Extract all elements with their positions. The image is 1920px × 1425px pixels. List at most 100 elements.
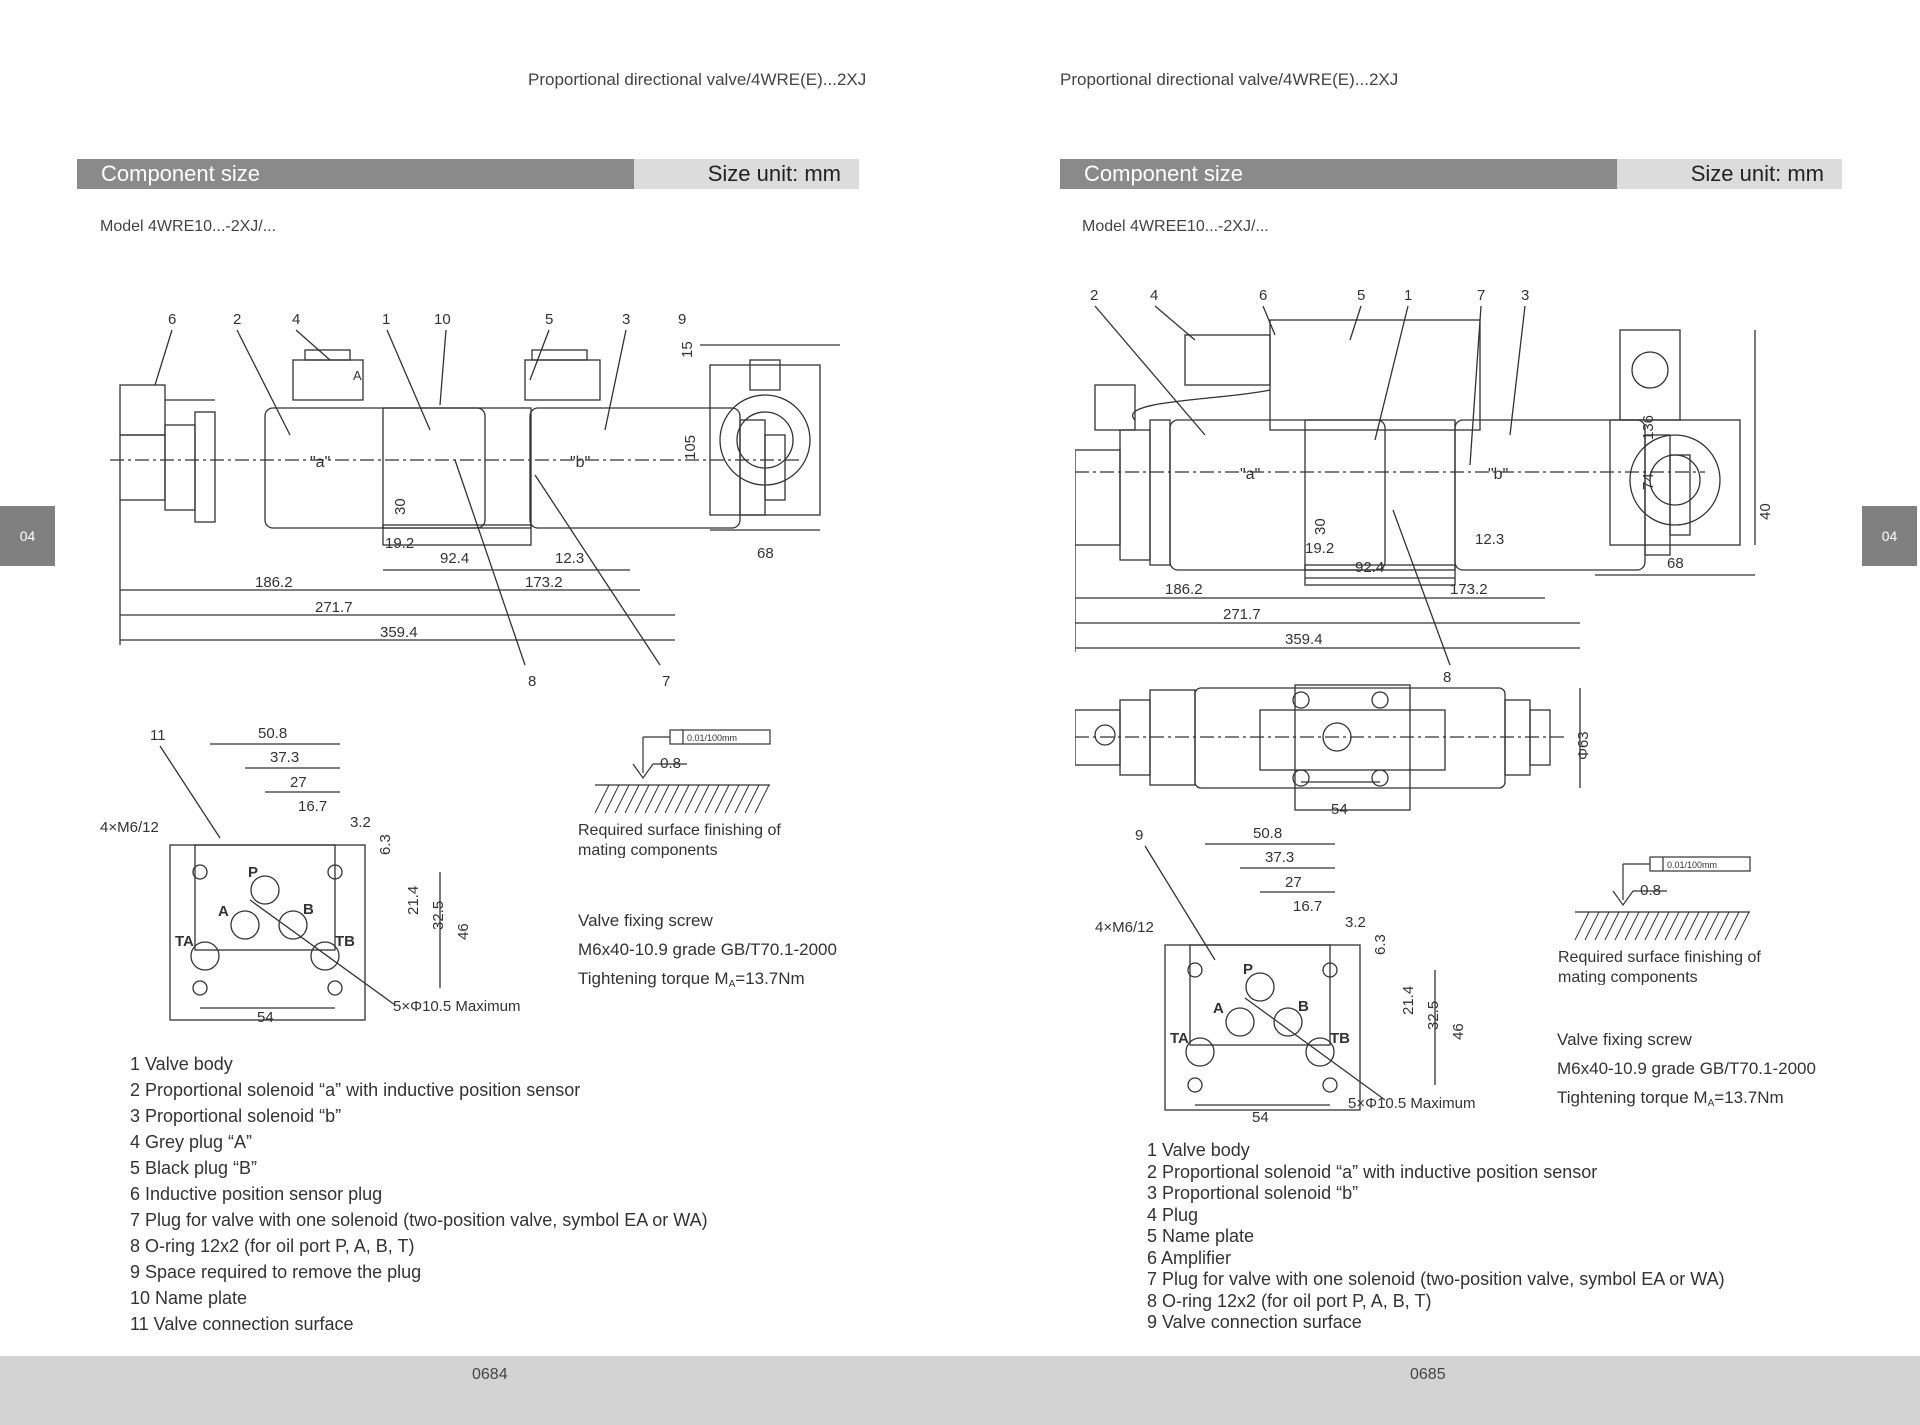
right-page: Proportional directional valve/4WRE(E)..… [960,0,1920,1425]
screw-title: Valve fixing screw [578,911,713,930]
callout-2: 2 [233,311,241,328]
bolts-4xm6: 4×M6/12 [1095,919,1154,936]
valve-side-view-drawing: 6 2 4 1 10 5 3 9 [100,300,860,705]
dim-15: 15 [679,341,696,358]
dim-54: 54 [257,1009,274,1026]
port-a: A [218,903,229,920]
surface-note-line1: Required surface finishing of [578,822,781,839]
section-bar: Component size Size unit: mm [1060,159,1842,189]
port-p: P [1243,961,1253,978]
marker-b: "b" [570,454,590,471]
dim-32-5: 32.5 [1425,1001,1442,1030]
legend-item: 11 Valve connection surface [130,1314,354,1334]
port-b: B [1298,998,1309,1015]
dim-54-top: 54 [1331,801,1348,818]
callout-7: 7 [1477,287,1485,304]
callout-3: 3 [622,311,630,328]
dim-3-2: 3.2 [1345,914,1366,931]
bolts-4xm6: 4×M6/12 [100,819,159,836]
dim-phi63: Φ63 [1575,731,1592,760]
page-number-right: 0685 [1410,1366,1446,1383]
dim-271-7: 271.7 [315,599,353,616]
port-ta: TA [1170,1030,1189,1047]
valve-side-view-drawing: 2 4 6 5 1 7 3 [1074,280,1835,695]
callout-1: 1 [382,311,390,328]
surface-note-line2: mating components [1558,969,1698,985]
legend-item: 4 Grey plug “A” [130,1132,253,1152]
left-page: Proportional directional valve/4WRE(E)..… [0,70,866,1334]
legend-item: 2 Proportional solenoid “a” with inducti… [1147,1161,1598,1182]
chapter-tab: 04 [1862,506,1917,566]
callout-6: 6 [168,311,176,328]
screw-spec: M6x40-10.9 grade GB/T70.1-2000 [578,940,837,959]
page-footer [0,1356,1920,1425]
surface-finish-symbol: 0.01/100mm 0.8 Required surface finishin… [575,728,795,863]
port-p: P [248,864,258,881]
legend-item: 1 Valve body [1147,1140,1250,1160]
callout-10: 10 [434,311,451,328]
callout-9: 9 [678,311,686,328]
callout-2: 2 [1090,287,1098,304]
dim-50-8: 50.8 [1253,825,1282,842]
dim-19-2: 19.2 [1305,540,1334,557]
dim-40: 40 [1757,503,1774,520]
section-title: Component size [77,159,634,189]
section-bar: Component size Size unit: mm [77,159,859,189]
legend-item: 5 Name plate [1147,1226,1255,1246]
section-title: Component size [1060,159,1617,189]
port-ta: TA [175,933,194,950]
legend-item: 8 O-ring 12x2 (for oil port P, A, B, T) [1147,1290,1432,1311]
legend-item: 9 Space required to remove the plug [130,1262,422,1282]
dim-6-3: 6.3 [377,834,394,855]
dim-12-3: 12.3 [555,550,584,567]
legend-item: 9 Valve connection surface [1147,1312,1362,1332]
dim-6-3: 6.3 [1372,934,1389,955]
dim-16-7: 16.7 [1293,898,1322,915]
flatness-tolerance: 0.01/100mm [687,733,737,743]
legend-item: 8 O-ring 12x2 (for oil port P, A, B, T) [130,1236,415,1256]
dim-46: 46 [455,923,472,940]
plug-a-letter: A [353,368,362,383]
dim-136: 136 [1640,415,1657,440]
dim-173-2: 173.2 [1450,581,1488,598]
dim-359-4: 359.4 [1285,631,1323,648]
dim-92-4: 92.4 [1355,559,1384,576]
dim-46: 46 [1450,1023,1467,1040]
marker-a: "a" [310,454,330,471]
callout-4: 4 [292,311,300,328]
model-label: Model 4WRE10...-2XJ/... [100,218,277,235]
dim-37-3: 37.3 [1265,849,1294,866]
legend-item: 1 Valve body [130,1054,233,1074]
dim-12-3: 12.3 [1475,531,1504,548]
legend-item: 6 Inductive position sensor plug [130,1184,383,1204]
port-tb: TB [1330,1030,1350,1047]
legend-item: 10 Name plate [130,1288,248,1308]
dim-92-4: 92.4 [440,550,469,567]
dim-173-2: 173.2 [525,574,563,591]
size-unit-label: Size unit: mm [634,159,859,189]
legend-item: 3 Proportional solenoid “b” [130,1106,342,1126]
callout-1: 1 [1404,287,1412,304]
chapter-tab: 04 [0,506,55,566]
callout-11: 11 [150,727,166,744]
size-unit-label: Size unit: mm [1617,159,1842,189]
dim-30: 30 [392,498,409,515]
page-number-left: 0684 [472,1366,508,1383]
model-label: Model 4WREE10...-2XJ/... [1082,218,1269,235]
dim-68: 68 [1667,555,1684,572]
callout-8: 8 [1443,669,1451,686]
dim-271-7: 271.7 [1223,606,1261,623]
legend-item: 2 Proportional solenoid “a” with inducti… [130,1080,581,1100]
surface-note-line1: Required surface finishing of [1558,949,1761,966]
dim-37-3: 37.3 [270,749,299,766]
callout-9: 9 [1135,827,1143,844]
legend-item: 7 Plug for valve with one solenoid (two-… [1147,1269,1725,1289]
dim-359-4: 359.4 [380,624,418,641]
valve-interface-drawing: 11 50.8 37.3 27 16.7 3.2 4×M6/12 P A B [100,720,560,1035]
dim-30: 30 [1312,518,1329,535]
dim-105: 105 [682,435,699,460]
dim-21-4: 21.4 [1400,986,1417,1015]
dim-68: 68 [757,545,774,562]
tightening-torque: Tightening torque MA=13.7Nm [1557,1088,1784,1109]
callout-5: 5 [545,311,553,328]
